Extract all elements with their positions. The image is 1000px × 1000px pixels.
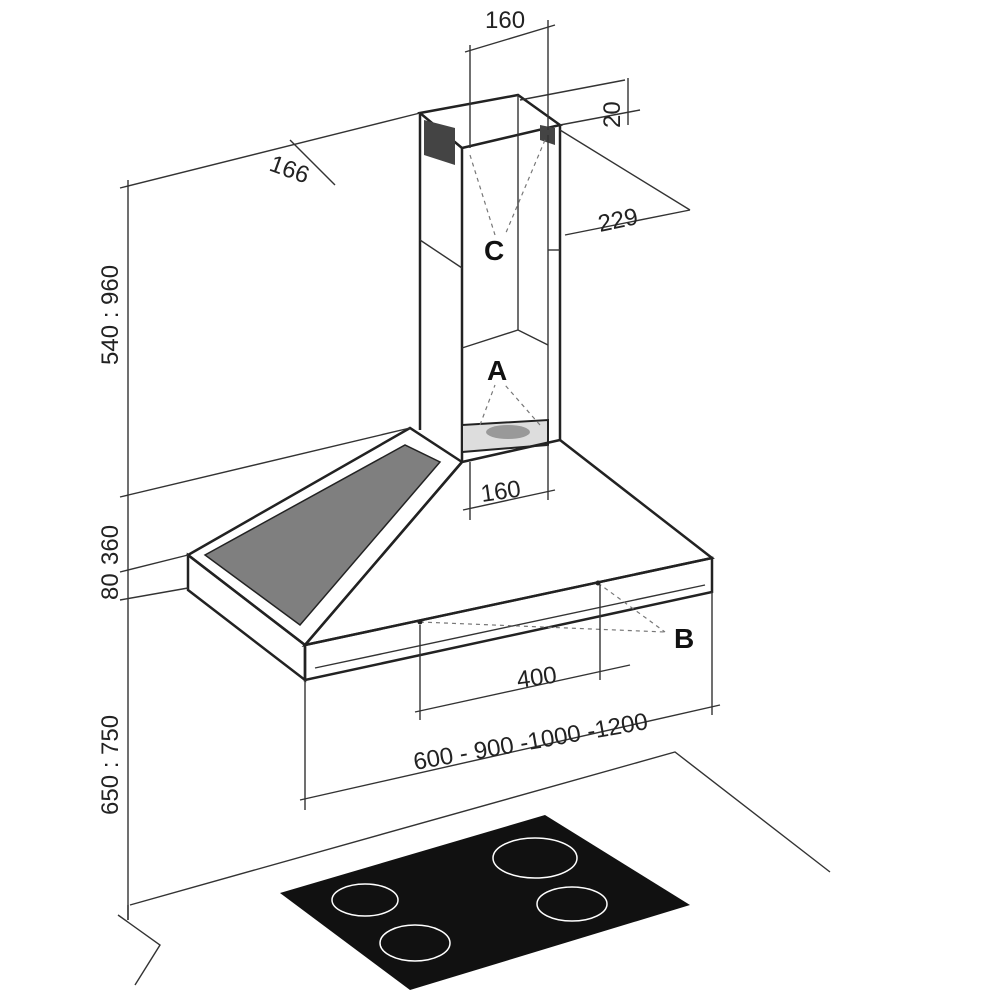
outlet-width-label: 160 <box>479 476 522 508</box>
hood-widths-label: 600 - 900 -1000 -1200 <box>411 708 650 776</box>
point-c-label: C <box>484 235 504 266</box>
hood-height-label: 360 <box>97 525 124 565</box>
cooktop <box>280 815 690 990</box>
hood-rim-label: 80 <box>97 573 124 600</box>
chimney-width-label: 160 <box>485 7 525 34</box>
burner <box>492 837 578 879</box>
bracket-spacing-label: 400 <box>515 662 558 694</box>
chimney-height-label: 540 : 960 <box>97 265 124 365</box>
side-panel <box>203 444 442 627</box>
hood <box>185 426 715 683</box>
point-b-label: B <box>674 623 694 654</box>
mount-height-label: 650 : 750 <box>97 715 124 815</box>
dimension-lines <box>119 20 721 920</box>
point-a-label: A <box>487 355 507 386</box>
burner <box>379 924 451 962</box>
burner <box>331 883 399 917</box>
bracket-depth-label: 229 <box>596 203 641 238</box>
chimney-top-gap-label: 20 <box>599 101 626 128</box>
burner <box>536 886 608 922</box>
chimney <box>417 93 563 462</box>
